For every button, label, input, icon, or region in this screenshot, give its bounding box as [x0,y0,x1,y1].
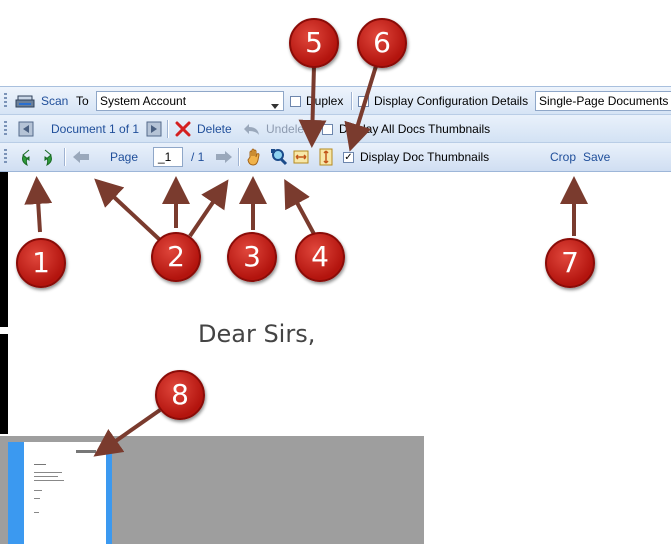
crop-button[interactable]: Crop [550,150,577,164]
previous-document-icon[interactable] [17,121,35,140]
thumbnail-text-line [34,512,39,513]
display-config-checkbox[interactable] [358,96,369,107]
chevron-down-icon [271,98,279,110]
thumbnail-heading-line [76,450,96,453]
thumbnail-selection[interactable] [8,442,112,544]
delete-button[interactable]: Delete [197,122,232,136]
fit-height-icon[interactable] [318,148,334,169]
fit-width-icon[interactable] [293,149,309,168]
zoom-tool-icon[interactable] [270,148,288,169]
thumbnail-text-line [34,490,42,491]
toolbar-grip[interactable] [4,93,7,109]
callout-5: 5 [289,18,339,68]
toolbar-grip[interactable] [4,149,7,165]
callout-4: 4 [295,232,345,282]
page-thumbnail[interactable] [24,442,106,544]
viewer-border [0,172,8,327]
to-label: To [76,94,89,108]
toolbar-separator [351,92,353,110]
toolbar-separator [238,148,240,166]
thumbnail-text-line [34,472,62,473]
document-counter: Document 1 of 1 [51,122,140,136]
page-total: / 1 [191,150,205,164]
pan-hand-icon[interactable] [246,148,262,169]
undelete-button[interactable]: Undele [266,122,305,136]
duplex-checkbox[interactable] [290,96,301,107]
document-mode-value: Single-Page Documents [539,94,669,108]
undo-arrow-icon[interactable] [243,121,261,140]
next-page-icon[interactable] [215,149,233,168]
callout-6: 6 [357,18,407,68]
rotate-right-icon[interactable] [39,149,55,170]
toolbar-row-document: Document 1 of 1 Delete Undele Display Al… [0,115,671,143]
duplex-label: Duplex [306,94,344,108]
display-doc-thumbnails-checkbox[interactable]: ✓ [343,152,354,163]
save-button[interactable]: Save [583,150,611,164]
document-body-text: Dear Sirs, [198,320,316,348]
next-document-icon[interactable] [145,121,163,140]
callout-2: 2 [151,232,201,282]
delete-icon[interactable] [175,121,191,140]
account-select[interactable]: System Account [96,91,284,111]
callout-3: 3 [227,232,277,282]
callout-1: 1 [16,238,66,288]
thumbnail-text-line [34,498,40,499]
callout-7: 7 [545,238,595,288]
display-config-label: Display Configuration Details [374,94,529,108]
toolbar-row-scan: Scan To System Account Duplex Display Co… [0,86,671,115]
scan-button[interactable]: Scan [41,94,69,108]
thumbnail-text-line [34,464,46,465]
thumbnail-text-line [34,476,58,477]
display-doc-thumbnails-label: Display Doc Thumbnails [360,150,490,164]
toolbar-separator [167,120,169,138]
viewer-border [0,334,8,434]
scanner-icon[interactable] [15,93,35,112]
toolbar-separator [64,148,66,166]
document-mode-select[interactable]: Single-Page Documents [535,91,671,111]
rotate-left-icon[interactable] [19,149,35,170]
display-all-thumbnails-label: Display All Docs Thumbnails [339,122,491,136]
thumbnail-panel[interactable] [0,436,424,544]
page-number-input[interactable]: _1 [153,147,183,167]
callout-8: 8 [155,370,205,420]
thumbnail-text-line [34,480,64,481]
account-select-value: System Account [100,94,187,108]
toolbar-row-page: Page _1 / 1 ✓ Display Doc Thumbnails Cro… [0,143,671,172]
display-all-thumbnails-checkbox[interactable] [322,124,333,135]
previous-page-icon[interactable] [72,149,90,168]
toolbar-grip[interactable] [4,121,7,137]
page-label: Page [110,150,139,164]
